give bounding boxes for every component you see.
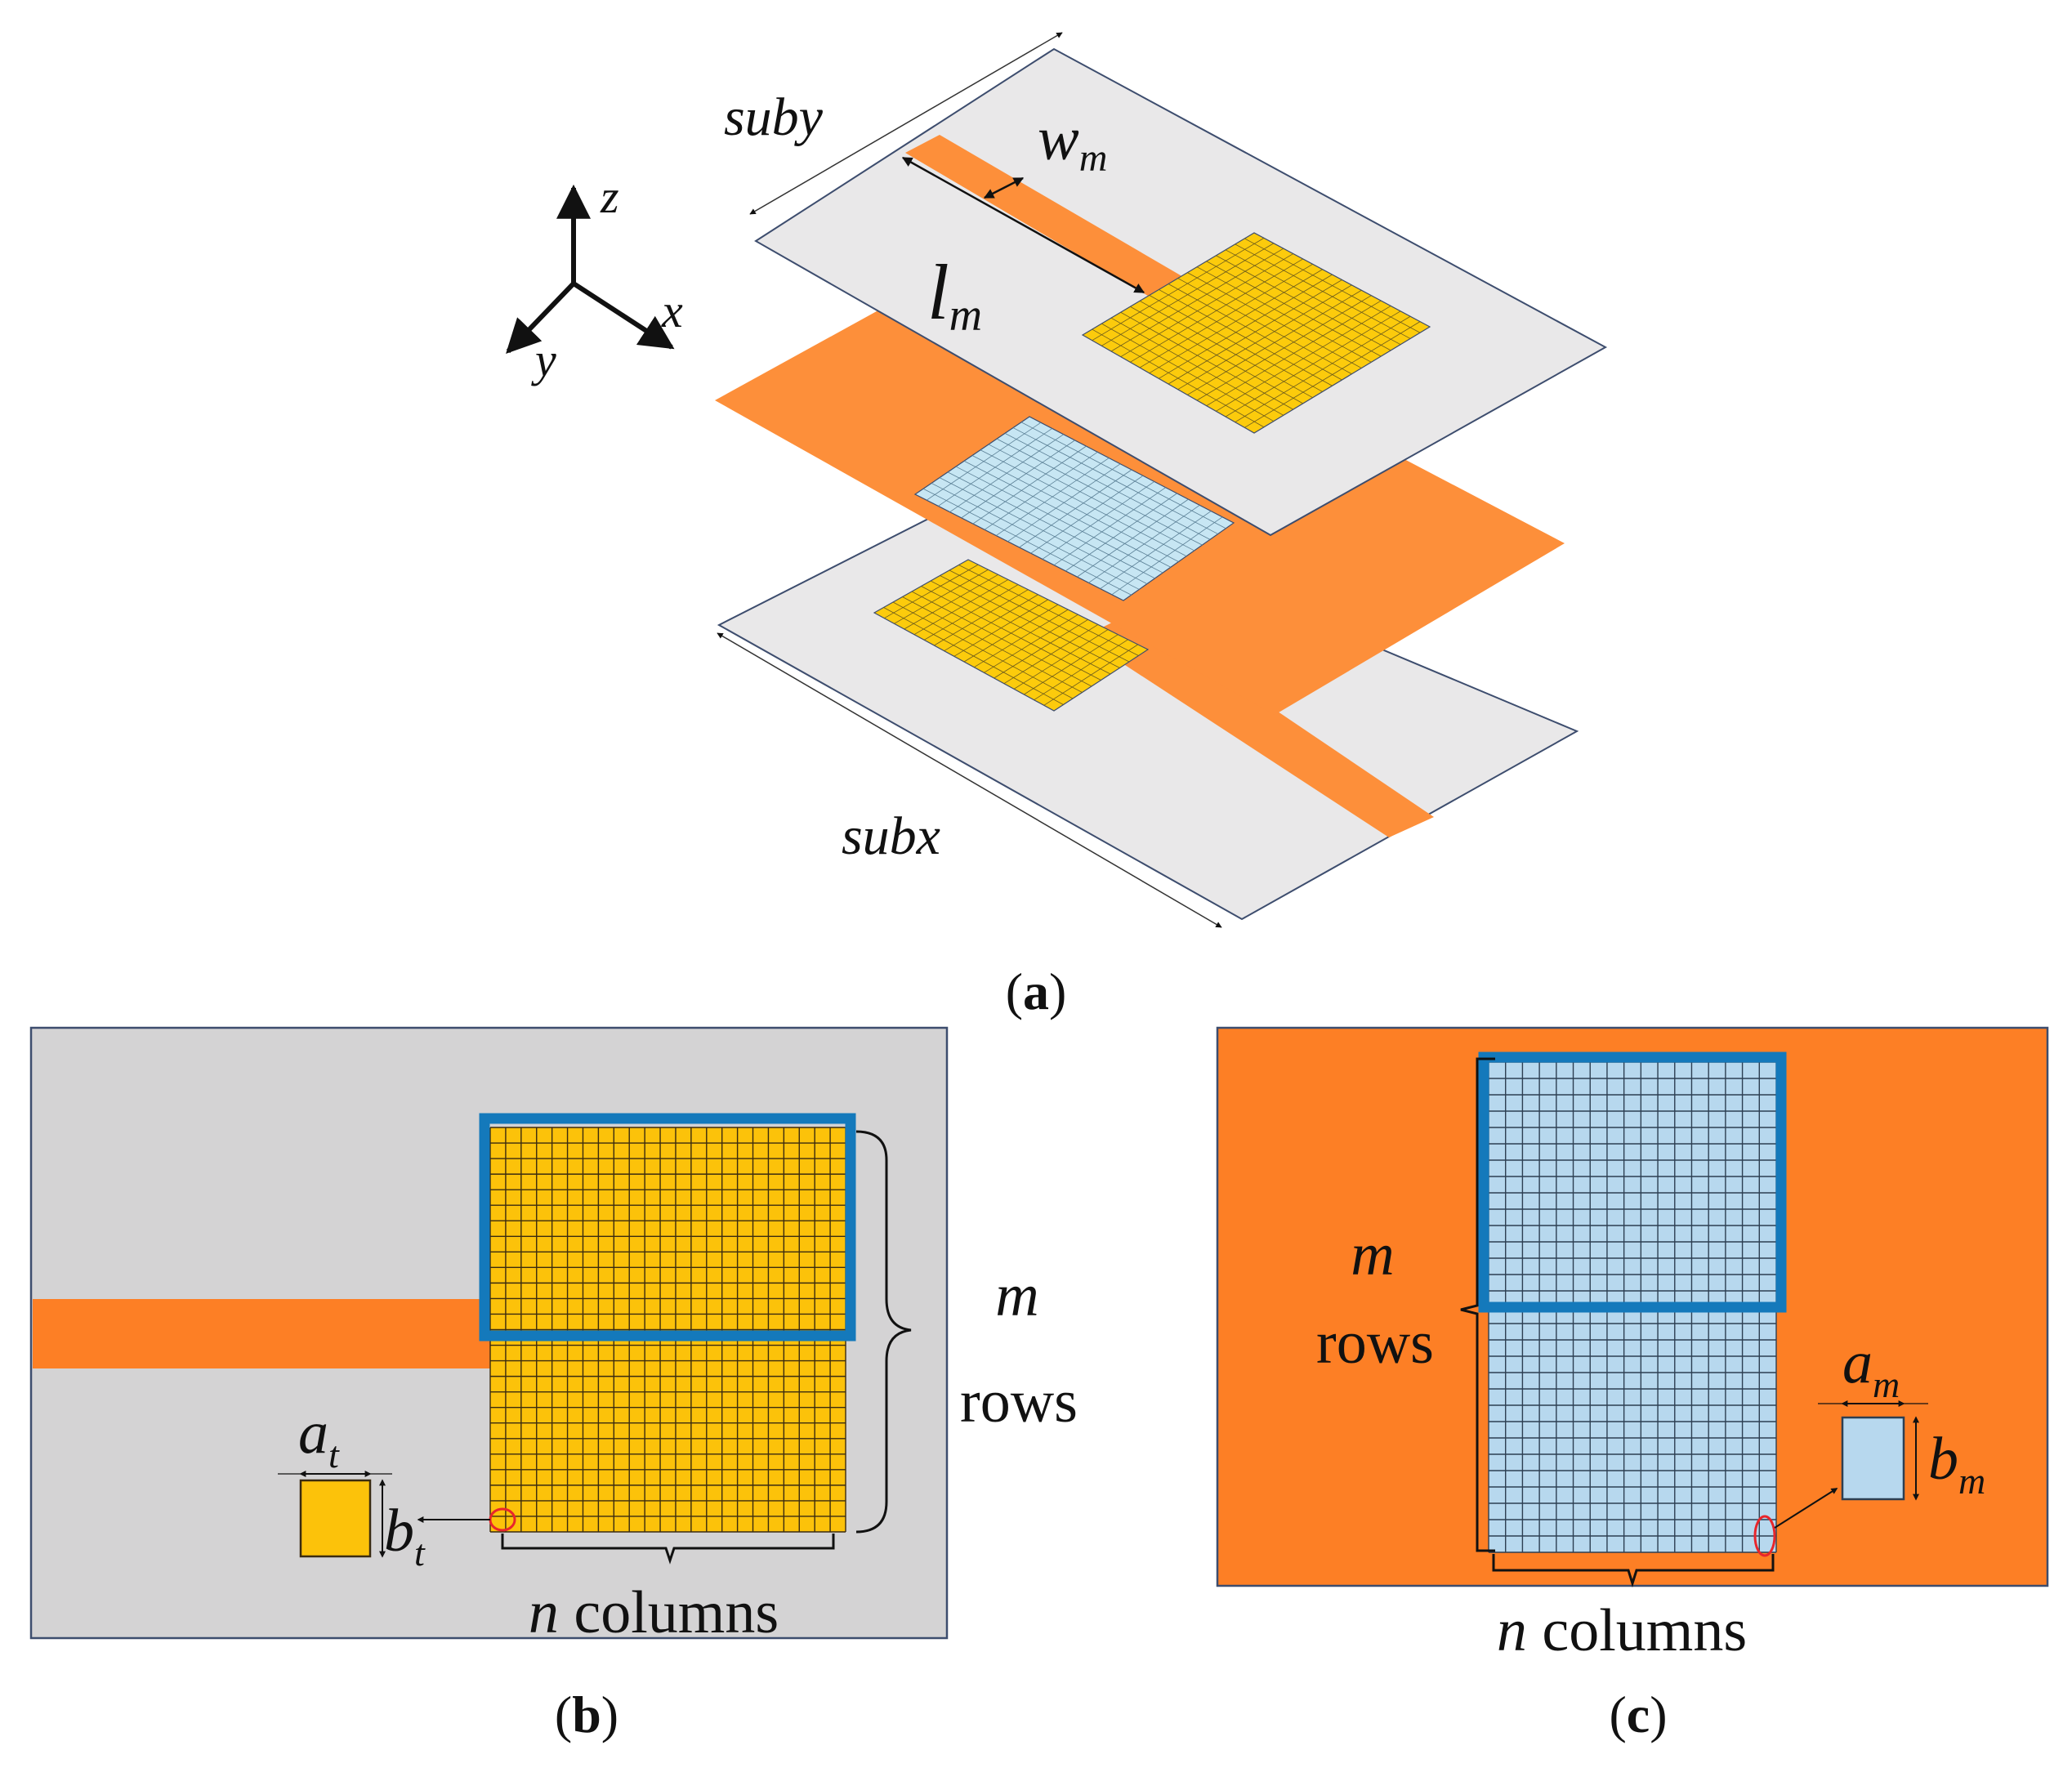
grid-line [1139, 263, 1313, 368]
grid-line [1177, 284, 1352, 391]
panel-b-cell-grid [489, 1127, 846, 1533]
grid-line [1225, 310, 1401, 417]
grid-line [995, 458, 1110, 536]
y-axis-label: y [531, 333, 556, 386]
suby-label: suby [724, 87, 824, 147]
panel-b-rows-word: rows [960, 1368, 1078, 1435]
panel-c-rows-word: rows [1316, 1310, 1434, 1377]
grid-line [1007, 463, 1121, 542]
caption-b: (b) [555, 1685, 618, 1743]
grid-line [884, 564, 979, 619]
panel-c: m rows n columns am bm (c) [1216, 1026, 2049, 1743]
grid-line [894, 569, 989, 624]
panel-b-highlight-box [479, 1113, 856, 1342]
lm-dimension-arrow [901, 156, 1145, 294]
panel-c-columns-label: n columns [1497, 1597, 1747, 1664]
grid-line [1206, 300, 1382, 407]
grid-line [1244, 321, 1421, 428]
panel-c-single-cell [1841, 1416, 1905, 1501]
grid-line [1149, 269, 1323, 374]
panel-b-rows-brace [855, 1130, 912, 1534]
grid-line [1077, 498, 1189, 578]
middle-metasurface-grid [922, 422, 1226, 596]
x-axis-label: x [661, 284, 683, 337]
grid-line [961, 440, 1075, 519]
grid-line [1042, 481, 1155, 560]
panel-b-columns-label: n columns [529, 1579, 779, 1646]
grid-line [1100, 511, 1212, 589]
panel-b-columns-brace [501, 1534, 835, 1565]
grid-line [1088, 505, 1200, 583]
top-patch-grid [1092, 238, 1421, 428]
x-axis-arrow [572, 281, 675, 350]
subx-dimension-line [717, 632, 1222, 928]
grid-line [1130, 258, 1303, 363]
grid-line [938, 428, 1053, 507]
suby-dimension-line [749, 32, 1063, 215]
grid-line [1168, 279, 1342, 385]
grid-line [913, 579, 1009, 636]
grid-line [1196, 295, 1372, 401]
grid-line [1111, 516, 1223, 596]
panel-c-zoom-arrow [1774, 1488, 1838, 1529]
panel-b-feed-line [33, 1299, 494, 1368]
caption-c: (c) [1609, 1685, 1667, 1743]
grid-line [1235, 315, 1411, 423]
grid-line [904, 574, 998, 630]
panel-b-a-label: at [298, 1400, 340, 1476]
grid-line [1101, 243, 1275, 346]
panel-c-columns-brace [1492, 1554, 1775, 1588]
panel-c-rows-var: m [1351, 1221, 1394, 1288]
grid-line [984, 452, 1098, 530]
grid-line [1120, 253, 1293, 358]
panel-c-a-label: am [1842, 1329, 1900, 1405]
panel-b-b-label: bt [384, 1498, 426, 1574]
grid-line [1065, 493, 1177, 572]
grid-line [1030, 475, 1144, 554]
grid-line [923, 584, 1019, 641]
grid-line [1019, 469, 1132, 548]
panel-b-single-cell [299, 1479, 372, 1558]
panel-c-cell-marker [1753, 1515, 1776, 1557]
grid-line [1216, 306, 1391, 412]
lm-label: lm [927, 248, 982, 341]
panel-c-rows-brace [1460, 1057, 1495, 1552]
y-axis-arrow [506, 281, 576, 355]
panel-b: m rows n columns at bt (b) [29, 1026, 1078, 1743]
panel-c-highlight-box [1478, 1051, 1787, 1313]
z-axis-label: z [600, 170, 619, 223]
grid-line [972, 445, 1087, 525]
grid-line [949, 434, 1064, 512]
panel-a: suby subx wm lm z x y (a) [506, 32, 1608, 1020]
coordinate-axes: z x y [506, 170, 683, 386]
panel-c-b-label: bm [1928, 1426, 1985, 1502]
grid-line [1159, 274, 1333, 379]
caption-a: (a) [1006, 962, 1067, 1020]
grid-line [1110, 248, 1284, 352]
panel-b-rows-var: m [995, 1262, 1038, 1329]
grid-line [1187, 289, 1362, 395]
grid-line [1053, 487, 1166, 565]
grid-line [926, 422, 1042, 501]
subx-label: subx [842, 806, 940, 866]
grid-line [1092, 238, 1265, 342]
